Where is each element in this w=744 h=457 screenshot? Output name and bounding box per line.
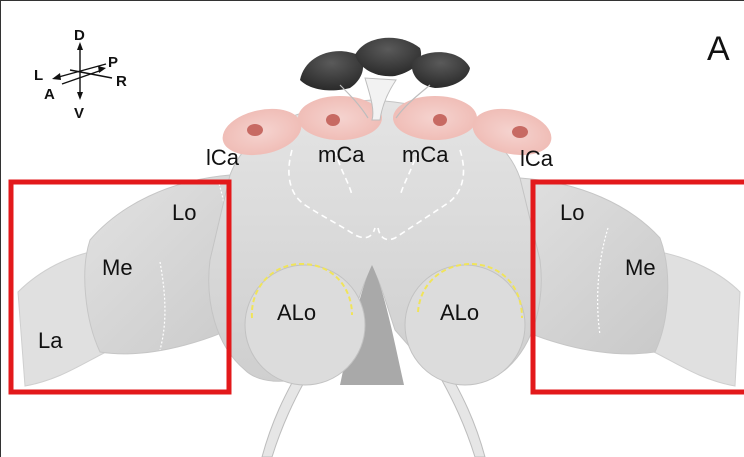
label-lo-right: Lo xyxy=(560,200,584,225)
axis-right: R xyxy=(116,73,127,90)
label-alo-right: ALo xyxy=(440,300,479,325)
label-alo-left: ALo xyxy=(277,300,316,325)
orientation-compass: D V L A P R xyxy=(34,27,127,122)
label-lca-right: lCa xyxy=(520,146,554,171)
label-mca-right: mCa xyxy=(402,142,449,167)
label-mca-left: mCa xyxy=(318,142,365,167)
axis-dorsal: D xyxy=(74,27,85,44)
label-me-right: Me xyxy=(625,255,656,280)
axis-ventral: V xyxy=(74,105,84,122)
label-lo-left: Lo xyxy=(172,200,196,225)
label-lca-left: lCa xyxy=(206,145,240,170)
label-me-left: Me xyxy=(102,255,133,280)
alo-right-lobe xyxy=(405,265,525,385)
axis-lateral: L xyxy=(34,67,43,84)
label-la-left: La xyxy=(38,328,63,353)
alo-left-lobe xyxy=(245,265,365,385)
panel-letter: A xyxy=(707,30,730,68)
axis-anterior: A xyxy=(44,86,55,103)
axis-posterior: P xyxy=(108,54,118,71)
